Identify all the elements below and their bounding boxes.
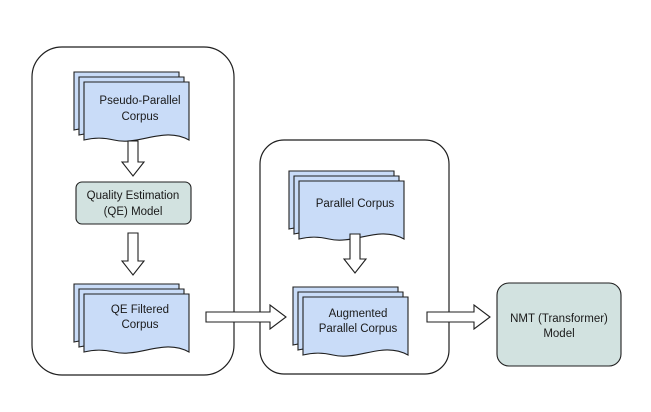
qe-model-label-1: Quality Estimation <box>87 190 180 202</box>
down-arrow-1 <box>120 140 146 177</box>
parallel-corpus-node: Parallel Corpus <box>288 170 405 241</box>
left-group-container <box>31 46 235 376</box>
qe-model-label-2: (QE) Model <box>104 206 163 218</box>
parallel-corpus-label: Parallel Corpus <box>316 198 395 210</box>
middle-group-container <box>259 139 450 375</box>
down-arrow-3 <box>342 233 368 274</box>
qe-filtered-corpus-label-1: QE Filtered <box>111 304 169 316</box>
augmented-parallel-corpus-node: Augmented Parallel Corpus <box>292 286 409 357</box>
pseudo-parallel-corpus-label-1: Pseudo-Parallel <box>99 95 180 107</box>
process-box <box>75 181 192 225</box>
pseudo-parallel-corpus-label-2: Corpus <box>121 111 158 123</box>
down-arrow-2 <box>120 232 146 276</box>
right-arrow-2 <box>426 303 491 331</box>
qe-filtered-corpus-node: QE Filtered Corpus <box>73 283 190 354</box>
nmt-model-node: NMT (Transformer) Model <box>496 282 622 367</box>
qe-model-node: Quality Estimation (QE) Model <box>75 181 192 225</box>
process-box <box>496 282 622 367</box>
nmt-model-label-1: NMT (Transformer) <box>510 313 608 325</box>
augmented-corpus-label-1: Augmented <box>329 308 388 320</box>
augmented-corpus-label-2: Parallel Corpus <box>319 323 398 335</box>
nmt-model-label-2: Model <box>543 328 574 340</box>
right-arrow-1 <box>205 303 287 331</box>
document-sheet <box>298 180 405 241</box>
pseudo-parallel-corpus-node: Pseudo-Parallel Corpus <box>73 71 190 142</box>
qe-filtered-corpus-label-2: Corpus <box>121 319 158 331</box>
